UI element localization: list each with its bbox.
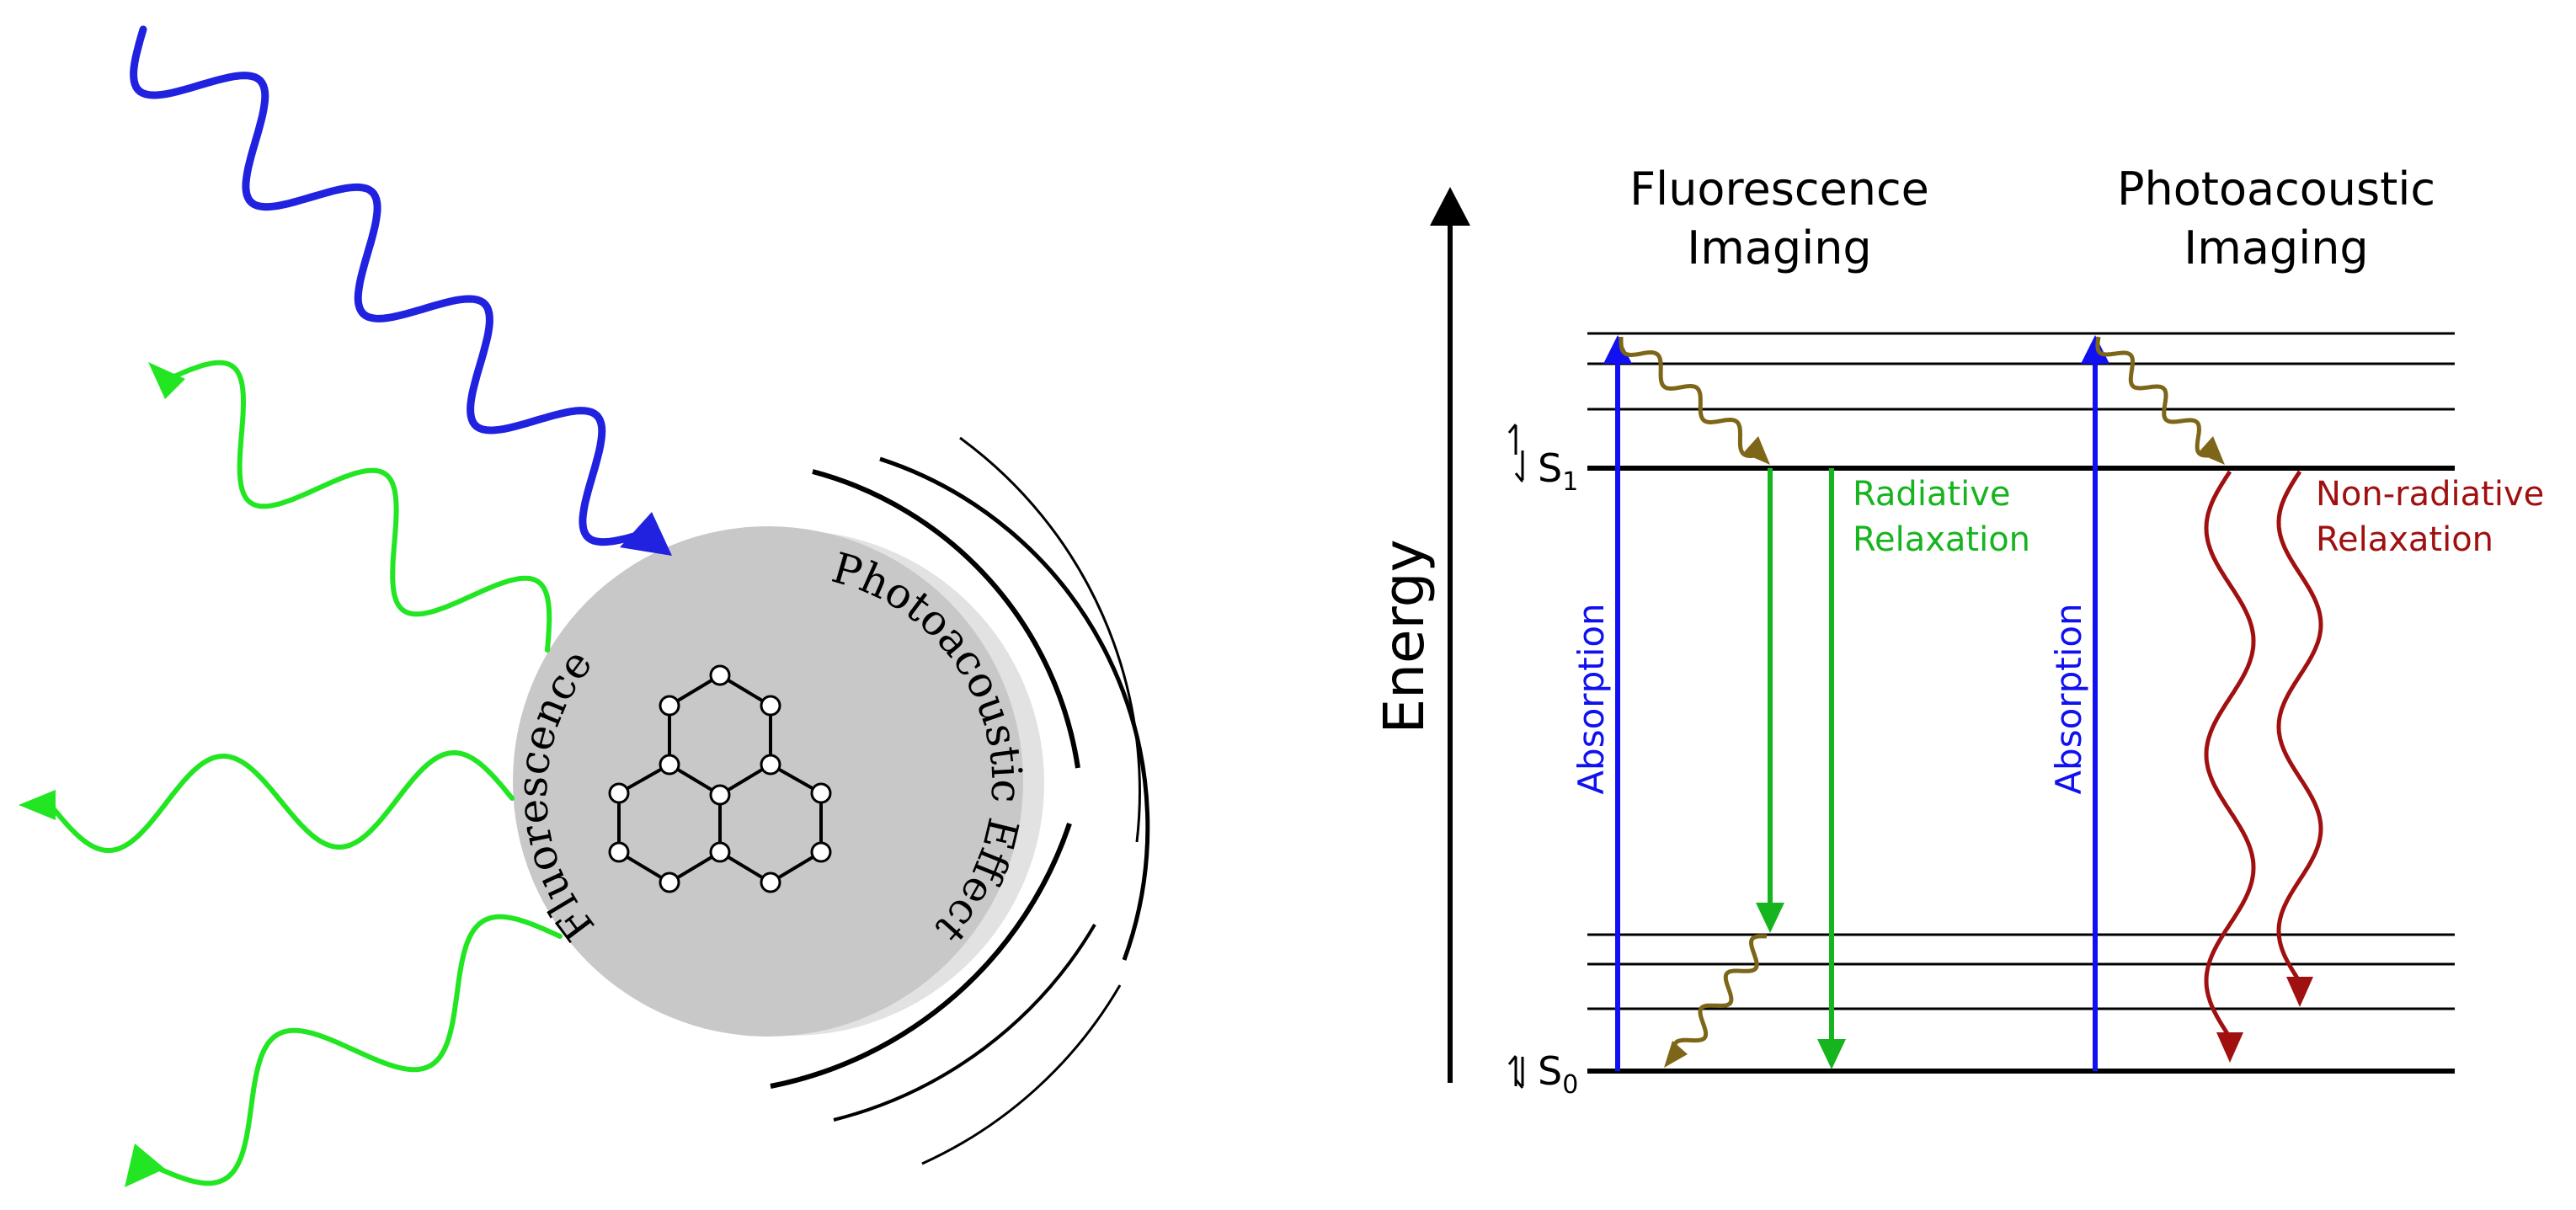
vibrational-relaxation-wave: [2095, 336, 2216, 458]
radiative-relaxation-label-line2: Relaxation: [1853, 520, 2030, 559]
nonradiative-relaxation-label-line2: Relaxation: [2316, 520, 2493, 559]
energy-axis-arrow-icon: [1430, 187, 1470, 226]
molecule-atom: [760, 695, 781, 717]
vibrational-relaxation-arrow-head-icon: [1664, 1041, 1688, 1068]
nonradiative-wave-1: [2204, 470, 2256, 1039]
nonradiative-arrow-head-icon: [2286, 977, 2313, 1007]
energy-axis: Energy: [1372, 187, 1470, 1083]
molecule-atom: [709, 664, 731, 686]
fluorescence-pathways: Absorption Radiative Relaxation: [1571, 335, 2030, 1071]
s1-subscript: 1: [1562, 467, 1578, 497]
molecule-atom: [608, 782, 630, 804]
radiative-arrow-head-icon: [1817, 1039, 1846, 1069]
molecule-icon: [608, 664, 832, 893]
acoustic-wave-arc: [921, 984, 1122, 1165]
absorption-label: Absorption: [1571, 603, 1612, 794]
s0-subscript: 0: [1562, 1070, 1578, 1100]
svg-text:S0: S0: [1538, 1048, 1578, 1100]
emitted-wave-3: [146, 914, 563, 1186]
absorption-arrow-head-icon: [2081, 335, 2109, 364]
svg-text:S1: S1: [1538, 445, 1578, 497]
vibrational-relaxation-arrow-head-icon: [1743, 436, 1770, 465]
nanoparticle-illustration: Fluorescence Photoacoustic Effect: [19, 25, 1150, 1187]
molecule-atom: [608, 841, 630, 863]
acoustic-waves: [770, 436, 1150, 1165]
nonradiative-relaxation-label-line1: Non-radiative: [2316, 475, 2544, 514]
jablonski-diagram: Energy Fluorescence Imaging Photoacousti…: [1372, 163, 2544, 1100]
photoacoustic-imaging-title-line1: Photoacoustic: [2117, 163, 2435, 216]
photoacoustic-imaging-title-line2: Imaging: [2184, 221, 2368, 275]
fluorescence-imaging-title-line1: Fluorescence: [1629, 163, 1929, 216]
acoustic-wave-arc: [879, 456, 1150, 961]
spin-arrows-icon: [1507, 1055, 1524, 1089]
emitted-fluorescence-waves: [19, 360, 563, 1187]
emitted-wave-1: [163, 360, 552, 653]
emitted-arrow-head-icon: [125, 1143, 165, 1187]
molecule-atom: [810, 782, 832, 804]
s0-letter: S: [1538, 1048, 1562, 1094]
s1-label: S1: [1507, 424, 1578, 497]
molecule-atom: [709, 784, 731, 806]
molecule-atom: [760, 872, 781, 893]
spin-arrows-icon: [1507, 424, 1524, 482]
molecule-atom: [760, 754, 781, 776]
incoming-light-wave: [130, 25, 672, 556]
molecule-atom: [810, 841, 832, 863]
emitted-arrow-head-icon: [148, 362, 185, 399]
emitted-wave-2: [48, 750, 515, 853]
absorption-arrow-head-icon: [1603, 335, 1632, 364]
energy-axis-label: Energy: [1372, 539, 1437, 733]
molecule-atom: [659, 754, 680, 776]
acoustic-wave-arc: [770, 823, 1072, 1089]
nonradiative-arrow-head-icon: [2216, 1032, 2243, 1063]
vibrational-relaxation-arrow-head-icon: [2198, 436, 2225, 465]
fluorescence-imaging-title-line2: Imaging: [1687, 221, 1871, 275]
vibrational-relaxation-wave: [1672, 934, 1768, 1058]
acoustic-wave-arc: [833, 923, 1096, 1122]
photoacoustic-pathways: Absorption Non-radiative Relaxation: [2048, 335, 2544, 1071]
molecule-atom: [659, 872, 680, 893]
incoming-arrow-head-icon: [620, 512, 672, 556]
s0-label: S0: [1507, 1048, 1578, 1100]
energy-levels: [1587, 332, 2455, 1074]
acoustic-wave-arc: [812, 469, 1080, 769]
emitted-arrow-head-icon: [19, 790, 56, 820]
nonradiative-wave-2: [2276, 470, 2323, 983]
s1-letter: S: [1538, 445, 1562, 491]
absorption-label: Absorption: [2048, 603, 2089, 794]
nanoparticle-sphere: [513, 526, 1044, 1037]
acoustic-wave-arc: [959, 436, 1141, 843]
radiative-arrow-head-icon: [1756, 903, 1784, 933]
molecule-atom: [659, 695, 680, 717]
column-titles: Fluorescence Imaging Photoacoustic Imagi…: [1629, 163, 2435, 275]
vibrational-relaxation-wave: [1619, 337, 1761, 458]
sphere-body: [513, 526, 1023, 1037]
radiative-relaxation-label-line1: Radiative: [1853, 475, 2011, 514]
molecule-atom: [709, 841, 731, 863]
